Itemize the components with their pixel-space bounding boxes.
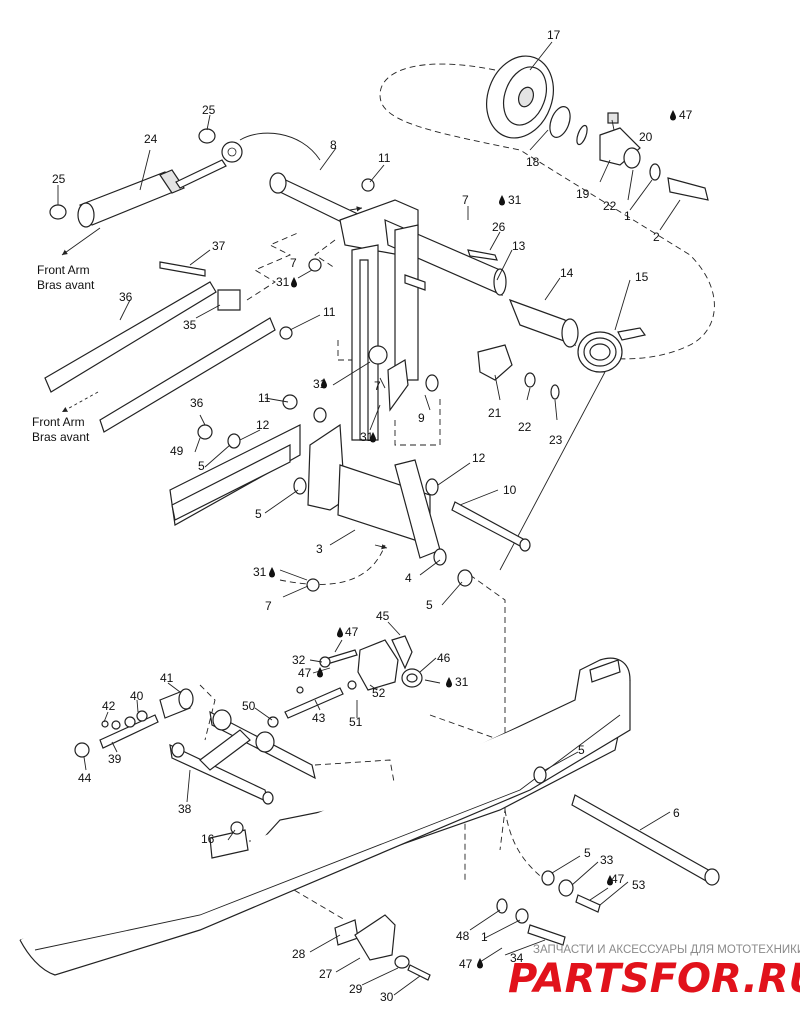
callout-32: 32 [292,653,306,667]
callout-24: 24 [144,132,158,146]
callout-23: 23 [549,433,563,447]
callout-22: 22 [603,199,617,213]
callout-34: 34 [510,951,524,965]
callout-35: 35 [183,318,197,332]
callout-labels: 17 47 20 18 19 22 1 2 25 24 25 8 11 7 31… [32,28,693,1004]
callout-39: 39 [108,752,122,766]
watermark-logo: PARTSFOR.RU [508,956,800,1002]
rail-hardware [334,766,720,981]
callout-37: 37 [212,239,226,253]
callout-22: 22 [518,420,532,434]
idler-wheel-assembly [486,55,709,201]
callout-10: 10 [503,483,517,497]
callout-27: 27 [319,967,333,981]
callout-13: 13 [512,239,526,253]
note-front-arm-2: Front Arm [32,415,85,429]
callout-38: 38 [178,802,192,816]
callout-12: 12 [256,418,270,432]
callout-25: 25 [202,103,216,117]
callout-1: 1 [624,209,631,223]
slide-rail [19,657,631,976]
callout-29: 29 [349,982,363,996]
rear-arm-assembly [269,172,647,571]
callout-31: 31 [360,430,374,444]
callout-19: 19 [576,187,590,201]
watermark-tagline: ЗАПЧАСТИ И АКСЕССУАРЫ ДЛЯ МОТОТЕХНИКИ [533,944,800,956]
callout-49: 49 [170,444,184,458]
callout-11: 11 [323,305,336,319]
callout-17: 17 [547,28,561,42]
note-front-arm-1: Front Arm [37,263,90,277]
callout-2: 2 [653,230,660,244]
callout-5: 5 [198,459,205,473]
lower-arm-assembly [74,688,316,805]
callout-16: 16 [201,832,215,846]
limiter-straps [44,261,293,433]
hardware-lower [197,178,531,592]
callout-46: 46 [437,651,451,665]
watermark: ЗАПЧАСТИ И АКСЕССУАРЫ ДЛЯ МОТОТЕХНИКИ PA… [508,944,800,1002]
callout-40: 40 [130,689,144,703]
callout-9: 9 [418,411,425,425]
callout-7: 7 [462,193,469,207]
callout-1: 1 [481,930,488,944]
callout-31: 31 [313,377,327,391]
callout-44: 44 [78,771,92,785]
callout-47: 47 [459,957,473,971]
callout-31: 31 [508,193,522,207]
callout-50: 50 [242,699,256,713]
callout-20: 20 [639,130,653,144]
callout-12: 12 [472,451,486,465]
callout-5: 5 [578,743,585,757]
note-bras-avant-2: Bras avant [32,430,90,444]
callout-8: 8 [330,138,337,152]
callout-28: 28 [292,947,306,961]
callout-31: 31 [276,275,290,289]
callout-48: 48 [456,929,470,943]
front-arm-housing [169,423,447,566]
callout-42: 42 [102,699,116,713]
callout-7: 7 [265,599,272,613]
mid-hardware [284,635,423,719]
note-bras-avant-1: Bras avant [37,278,95,292]
callout-30: 30 [380,990,394,1004]
callout-41: 41 [160,671,174,685]
callout-11: 11 [378,151,391,165]
leader-lines [57,41,681,996]
callout-31: 31 [455,675,469,689]
callout-5: 5 [584,846,591,860]
callout-47: 47 [298,666,312,680]
callout-7: 7 [290,256,297,270]
callout-47: 47 [679,108,693,122]
callout-21: 21 [488,406,502,420]
callout-18: 18 [526,155,540,169]
callout-45: 45 [376,609,390,623]
callout-52: 52 [372,686,386,700]
callout-43: 43 [312,711,326,725]
callout-5: 5 [426,598,433,612]
callout-36: 36 [119,290,133,304]
callout-15: 15 [635,270,649,284]
callout-5: 5 [255,507,262,521]
callout-51: 51 [349,715,363,729]
callout-3: 3 [316,542,323,556]
callout-14: 14 [560,266,574,280]
callout-53: 53 [632,878,646,892]
shock-absorber [49,128,321,228]
callout-11: 11 [258,391,271,405]
callout-47: 47 [611,872,625,886]
callout-6: 6 [673,806,680,820]
callout-7: 7 [374,379,381,393]
callout-26: 26 [492,220,506,234]
callout-47: 47 [345,625,359,639]
callout-31: 31 [253,565,267,579]
callout-25: 25 [52,172,66,186]
callout-33: 33 [600,853,614,867]
callout-4: 4 [405,571,412,585]
callout-36: 36 [190,396,204,410]
